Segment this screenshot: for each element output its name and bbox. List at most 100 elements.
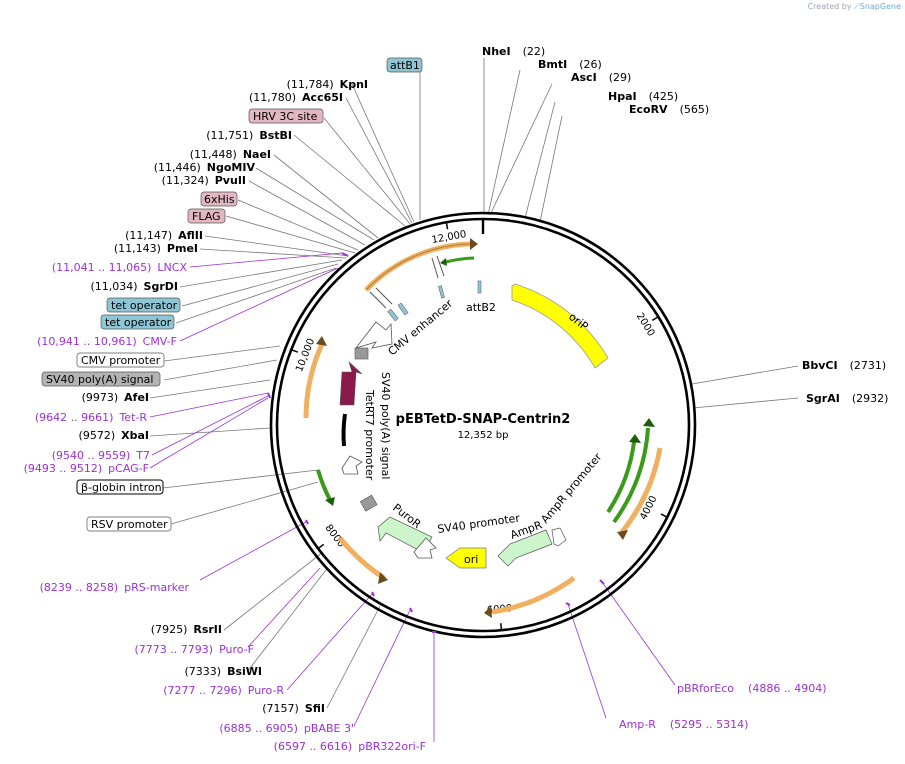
enzyme-pos: (29) [609, 71, 632, 84]
ori-label: ori [464, 553, 478, 566]
svg-text:(7277 .. 7296)Puro-R: (7277 .. 7296)Puro-R [163, 684, 284, 697]
ampr-feature[interactable] [497, 529, 553, 567]
credit-prefix: Created by [807, 2, 852, 11]
enzyme-name: BbvCI [802, 359, 838, 372]
scale-tick [651, 316, 659, 322]
boxed-label: CMV promoter [81, 354, 161, 367]
svg-text:(11,446)NgoMIV: (11,446)NgoMIV [154, 161, 256, 174]
scale-tick [445, 222, 449, 230]
enzyme-pos: (2731) [850, 359, 887, 372]
orange-arrow-top [364, 241, 471, 292]
svg-text:(11,324)PvuII: (11,324)PvuII [162, 174, 246, 187]
primer-name: pBR322ori-F [358, 740, 426, 753]
enzyme-name: KpnI [340, 78, 368, 91]
sv40-polya-inner-label: SV40 poly(A) signal [379, 372, 392, 479]
enzyme-name: NaeI [243, 148, 271, 161]
scale-tick-label: 8000 [323, 523, 347, 550]
enzyme-name: BstBI [259, 129, 292, 142]
attb1-feature[interactable] [438, 285, 445, 299]
enzyme-pos: (9973) [82, 391, 119, 404]
orange-arrowhead-top [470, 238, 478, 250]
sv40-polya-arc [341, 413, 347, 447]
snapgene-logo-icon: ⟋ [854, 2, 860, 11]
ampr-promoter-arrow [551, 527, 567, 547]
boxed-label: 6xHis [204, 193, 235, 206]
svg-text:(11,780)Acc65I: (11,780) Acc65I [249, 91, 343, 104]
enzyme-labels-left: (11,784)KpnI (11,780)Acc65I (11,751)BstB… [79, 78, 368, 715]
enzyme-pos: (11,324) [162, 174, 209, 187]
boxed-label: attB1 [390, 59, 420, 72]
ori-feature[interactable] [445, 547, 487, 569]
cmv-enhancer-feature[interactable] [354, 321, 393, 349]
svg-text:pBRforEco(4886 .. 4904): pBRforEco(4886 .. 4904) [677, 682, 827, 695]
primer-range: (9540 .. 9559) [52, 449, 131, 462]
primer-labels-right: pBRforEco(4886 .. 4904) Amp-R (5295 .. 53… [619, 682, 827, 731]
enzyme-pos: (26) [579, 58, 602, 71]
svg-text:(11,448)NaeI: (11,448) NaeI [190, 148, 271, 161]
svg-text:(11,034)SgrDI: (11,034) SgrDI [90, 280, 178, 293]
svg-text:(11,041 .. 11,065)LNCX: (11,041 .. 11,065)LNCX [52, 261, 188, 274]
svg-text:BbvCI(2731): BbvCI (2731) [802, 359, 886, 372]
enzyme-pos: (11,448) [190, 148, 237, 161]
primer-range: (10,941 .. 10,961) [37, 335, 137, 348]
svg-text:(10,941 .. 10,961)CMV-F: (10,941 .. 10,961)CMV-F [37, 335, 177, 348]
svg-text:(9642 .. 9661)Tet-R: (9642 .. 9661)Tet-R [35, 411, 147, 424]
boxed-label: RSV promoter [91, 518, 168, 531]
leader-lines [149, 58, 799, 709]
orip-feature[interactable] [511, 283, 609, 369]
enzyme-name: Acc65I [302, 91, 343, 104]
enzyme-pos: (11,780) [249, 91, 296, 104]
svg-text:(11,147)AflII: (11,147)AflII [125, 229, 203, 242]
primer-range: (5295 .. 5314) [670, 718, 749, 731]
primer-leader-lines [149, 252, 676, 742]
orange-arrow-bottom [491, 575, 576, 615]
primer-labels: (11,041 .. 11,065)LNCX (10,941 .. 10,961… [24, 261, 426, 753]
enzyme-name: BmtI [538, 58, 567, 71]
svg-text:(7773 .. 7793)Puro-F: (7773 .. 7793)Puro-F [135, 643, 255, 656]
enzyme-pos: (11,034) [90, 280, 137, 293]
primer-name: Puro-F [219, 643, 254, 656]
enzyme-name: NgoMIV [207, 161, 256, 174]
credit-brand: SnapGene [859, 2, 901, 11]
scale-tick [317, 543, 325, 550]
svg-text:(11,143)PmeI: (11,143)PmeI [114, 242, 198, 255]
primer-name: pCAG-F [108, 462, 149, 475]
svg-text:HpaI(425): HpaI (425) [608, 90, 678, 103]
enzyme-name: BsiWI [227, 665, 262, 678]
enzyme-pos: (7333) [184, 665, 221, 678]
primer-range: (11,041 .. 11,065) [52, 261, 152, 274]
primer-name: Tet-R [118, 411, 147, 424]
green-arrow-right-1 [606, 441, 636, 514]
tetr-feature[interactable] [339, 361, 363, 406]
plasmid-length: 12,352 bp [458, 430, 509, 441]
enzyme-name: HpaI [608, 90, 637, 103]
svg-text:(8239 .. 8258)pRS-marker: (8239 .. 8258)pRS-marker [40, 581, 190, 594]
enzyme-pos: (2932) [852, 392, 889, 405]
primer-name: pBABE 3' [304, 722, 354, 735]
sv40-promoter-label: SV40 promoter [437, 511, 522, 535]
boxed-label: tet operator [111, 299, 178, 312]
scale-tick-label: 2000 [634, 311, 657, 338]
svg-text:SgrAI(2932): SgrAI(2932) [806, 392, 888, 405]
enzyme-pos: (425) [649, 90, 679, 103]
tet-operator-feature[interactable] [397, 302, 409, 316]
svg-text:(7333)BsiWI: (7333) BsiWI [184, 665, 262, 678]
orange-arrow-right [620, 447, 663, 534]
boxed-label: β-globin intron [81, 481, 162, 494]
attb2-feature[interactable] [477, 280, 482, 294]
svg-text:(6597 .. 6616)pBR322ori-F: (6597 .. 6616)pBR322ori-F [274, 740, 426, 753]
plasmid-name: pEBTetD-SNAP-Centrin2 [396, 412, 571, 427]
enzyme-name: SgrDI [144, 280, 178, 293]
ampr-promoter-label: AmpR promoter [538, 450, 604, 526]
enzyme-name: RsrII [193, 623, 222, 636]
primer-name: Puro-R [248, 684, 285, 697]
backbone-outer [269, 211, 697, 639]
primer-name: Amp-R [619, 718, 656, 731]
attb2-label: attB2 [466, 301, 496, 314]
green-arrow-right-2 [612, 427, 650, 524]
primer-range: (9493 .. 9512) [24, 462, 103, 475]
scale-tick [290, 348, 299, 353]
svg-text:(9493 .. 9512)pCAG-F: (9493 .. 9512) pCAG-F [24, 462, 149, 475]
enzyme-name: NheI [482, 45, 511, 58]
